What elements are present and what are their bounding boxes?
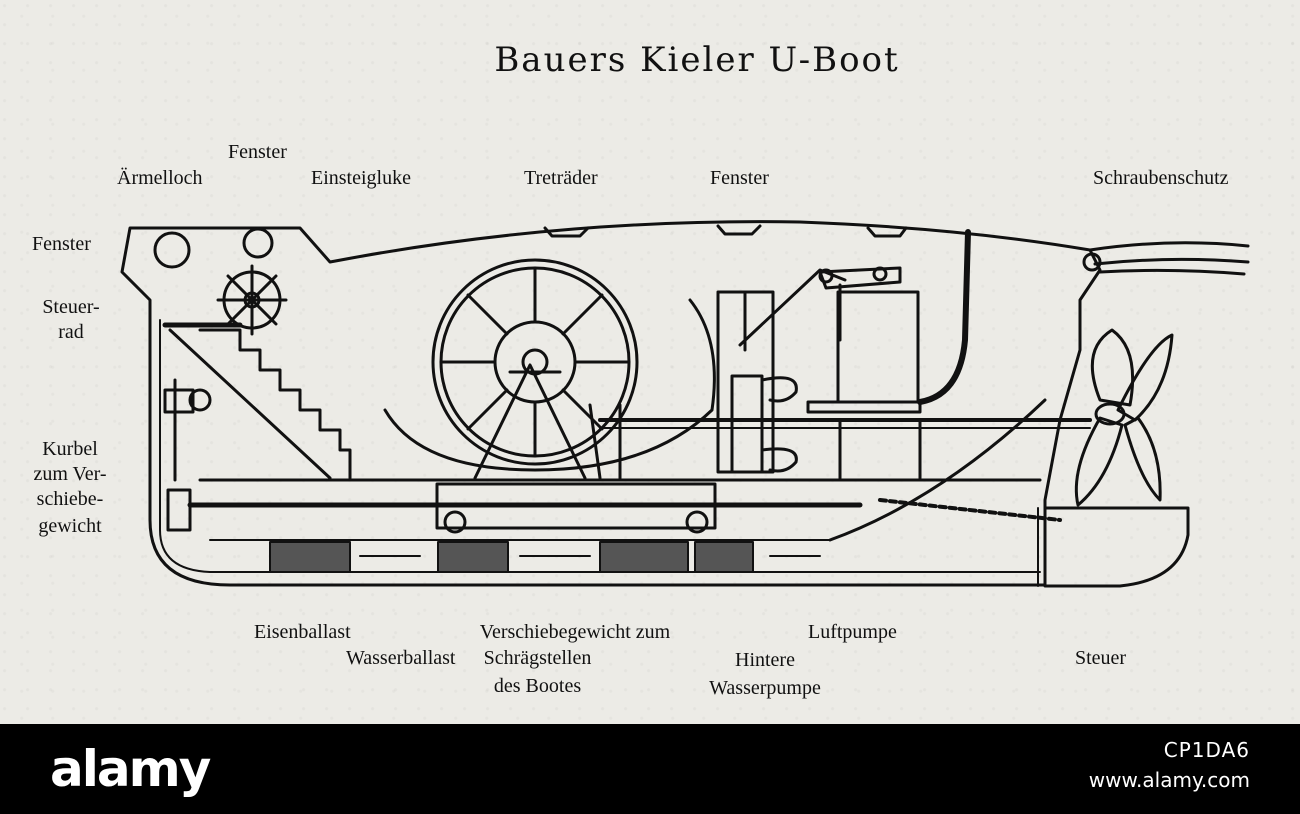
stairs xyxy=(198,328,352,480)
steering-wheel xyxy=(216,264,288,336)
label-wasserballast: Wasserballast xyxy=(346,647,456,669)
hull-outline xyxy=(120,220,1102,587)
label-schraubenschutz: Schraubenschutz xyxy=(1093,167,1229,189)
hatch-2 xyxy=(716,224,762,236)
label-fenster-mid: Fenster xyxy=(710,167,769,189)
label-fenster-top: Fenster xyxy=(228,141,287,163)
crank xyxy=(163,378,212,532)
propeller-guard xyxy=(1088,241,1250,276)
label-kurbel-line1: Kurbel xyxy=(42,438,98,460)
air-pump xyxy=(806,266,922,414)
label-kurbel-line2: zum Ver- xyxy=(33,463,107,485)
ballast xyxy=(209,539,831,573)
guard-joint xyxy=(1082,252,1102,272)
rudder xyxy=(1043,506,1190,588)
window-1 xyxy=(153,231,191,269)
hull-inner xyxy=(159,319,1041,573)
label-verschiebe-line1: Verschiebegewicht zum xyxy=(479,621,671,643)
diagram-paper: Bauers Kieler U-Boot xyxy=(0,0,1300,724)
label-tretraeder: Treträder xyxy=(524,167,598,189)
wheel-support xyxy=(473,363,587,480)
label-fenster-left: Fenster xyxy=(32,233,91,255)
label-hintere-line1: Hintere xyxy=(735,649,795,671)
label-steuerrad-line2: rad xyxy=(58,321,84,343)
rudder-chain xyxy=(878,498,1062,522)
label-kurbel-line4: gewicht xyxy=(38,515,102,537)
label-armelloch: Ärmelloch xyxy=(117,167,203,189)
label-verschiebe-line3: des Bootes xyxy=(493,675,582,697)
label-steuer: Steuer xyxy=(1075,647,1127,669)
propeller xyxy=(1074,328,1174,507)
image-id: CP1DA6 xyxy=(1163,738,1250,762)
site-url: www.alamy.com xyxy=(1088,768,1250,792)
shifting-weight xyxy=(435,482,717,534)
label-einsteigluke: Einsteigluke xyxy=(311,167,411,189)
submarine-cross-section xyxy=(120,220,1250,588)
hatch-3 xyxy=(866,226,908,238)
label-kurbel-line3: schiebe- xyxy=(36,488,104,510)
label-verschiebe-line2: Schrägstellen xyxy=(483,647,592,669)
air-pipe xyxy=(917,229,971,405)
window-2 xyxy=(242,227,274,259)
label-luftpumpe: Luftpumpe xyxy=(808,621,897,643)
hatch-1 xyxy=(543,226,590,238)
label-steuerrad-line1: Steuer- xyxy=(42,296,100,318)
diagram-title: Bauers Kieler U-Boot xyxy=(494,40,900,80)
tread-wheel xyxy=(431,258,639,466)
label-hintere-line2: Wasserpumpe xyxy=(709,677,821,699)
rear-bulkhead xyxy=(828,398,1047,542)
watermark-bar: alamy CP1DA6 www.alamy.com xyxy=(0,724,1300,814)
rear-water-pump xyxy=(716,268,847,474)
alamy-logo: alamy xyxy=(50,740,211,798)
label-eisenballast: Eisenballast xyxy=(254,621,351,643)
